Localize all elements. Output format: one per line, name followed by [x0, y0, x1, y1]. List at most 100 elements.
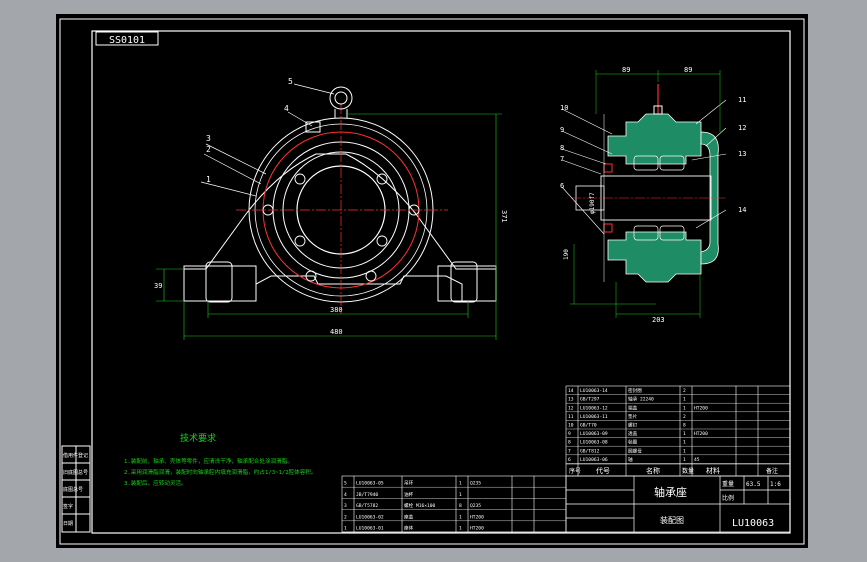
- balloon-13: 13: [738, 150, 746, 158]
- balloon-1: 1: [206, 175, 211, 184]
- cell-name: 端盖: [628, 404, 638, 411]
- strip-label-4: 签字: [63, 503, 73, 510]
- balloon-9: 9: [560, 126, 564, 134]
- cell-code: LU10063-14: [580, 388, 608, 394]
- cell-qty: 1: [459, 526, 462, 532]
- cell-no: 10: [568, 423, 574, 429]
- hdr-material: 材料: [706, 466, 720, 475]
- balloon-8: 8: [560, 144, 564, 152]
- cell-no: 13: [568, 397, 574, 403]
- strip-label-3: 底图总号: [63, 486, 83, 493]
- hdr-note: 备注: [766, 467, 778, 475]
- balloon-5: 5: [288, 77, 293, 86]
- cell-qty: 1: [459, 481, 462, 487]
- drawing-number: LU10063: [732, 518, 774, 529]
- cell-name: 油杯: [404, 491, 414, 498]
- cell-code: GB/T5782: [356, 503, 378, 509]
- balloon-10: 10: [560, 104, 568, 112]
- side-dim-top-left: 89: [622, 66, 630, 74]
- dim-overall-width: 480: [330, 328, 343, 336]
- hdr-qty: 数量: [682, 467, 694, 475]
- tech-req-line-1: 1.装配前，轴承、壳体等零件，应清洗干净，轴承配合处涂润滑脂。: [124, 457, 293, 465]
- side-view: 10 9 8 7 6 11 12 13 14 89 89 203 φ190f7 …: [560, 66, 746, 324]
- cell-no: 8: [568, 440, 571, 446]
- cell-no: 14: [568, 388, 574, 394]
- cell-material: HT200: [694, 405, 708, 411]
- cell-code: GB/T297: [580, 397, 600, 403]
- cell-code: LU10063-08: [580, 440, 608, 446]
- cell-code: GB/T812: [580, 448, 600, 454]
- dim-bolt-span: 380: [330, 306, 343, 314]
- cell-no: 3: [344, 503, 347, 509]
- weight-value: 63.5: [746, 481, 761, 488]
- balloon-2: 2: [206, 145, 211, 154]
- side-dim-bottom: 203: [652, 316, 665, 324]
- cell-no: 4: [344, 492, 347, 498]
- cell-name: 螺钉: [628, 422, 638, 429]
- cell-code: LU10063-01: [356, 526, 384, 532]
- cell-name: 密封圈: [628, 387, 642, 394]
- cell-no: 6: [568, 457, 571, 463]
- cell-qty: 8: [683, 423, 686, 429]
- table-row: 14 LU10063-14 密封圈 2: [568, 387, 686, 394]
- cell-code: JB/T7940: [356, 492, 378, 498]
- cell-no: 11: [568, 414, 574, 420]
- cell-material: Q235: [470, 481, 481, 487]
- balloon-11: 11: [738, 96, 746, 104]
- cell-code: LU10063-11: [580, 414, 608, 420]
- cell-material: Q235: [470, 503, 481, 509]
- table-row: 10 GB/T70 螺钉 8: [568, 422, 686, 429]
- side-dim-top-right: 89: [684, 66, 692, 74]
- cell-material: HT200: [470, 526, 484, 532]
- cell-qty: 1: [683, 431, 686, 437]
- cell-name: 座盖: [404, 513, 414, 520]
- cell-name: 轴: [628, 456, 633, 463]
- cell-qty: 8: [459, 503, 462, 509]
- cell-code: LU10063-06: [580, 457, 608, 463]
- cell-qty: 1: [683, 457, 686, 463]
- tech-req-line-3: 3.装配后，应转动灵活。: [124, 479, 187, 487]
- cell-no: 2: [344, 514, 347, 520]
- side-dim-left-height: 190: [563, 249, 570, 260]
- cell-code: LU10063-12: [580, 405, 608, 411]
- hdr-no: 序号: [569, 467, 581, 475]
- part-name: 轴承座: [654, 485, 687, 499]
- balloon-12: 12: [738, 124, 746, 132]
- dim-base-height: 39: [154, 282, 162, 290]
- drawing-code: SS0101: [109, 35, 145, 46]
- cell-no: 12: [568, 405, 574, 411]
- strip-label-1: 借用件登记: [63, 452, 88, 459]
- cell-name: 座体: [404, 525, 414, 532]
- cell-name: 圆螺母: [628, 447, 642, 454]
- cell-qty: 1: [683, 397, 686, 403]
- cell-material: HT200: [694, 431, 708, 437]
- code-tab: [95, 31, 159, 46]
- cell-code: GB/T70: [580, 423, 597, 429]
- cell-name: 吊环: [404, 481, 414, 487]
- cell-qty: 2: [683, 388, 686, 394]
- hdr-name: 名称: [646, 466, 660, 475]
- front-view: 5 4 3 2 1 371 39 380 480: [154, 77, 508, 340]
- cell-name: 螺栓 M16×100: [404, 502, 436, 509]
- strip-label-2: 旧底图总号: [63, 469, 88, 476]
- cell-qty: 1: [683, 448, 686, 454]
- tech-req-title: 技术要求: [180, 432, 216, 444]
- tech-req-line-2: 2.采用润滑脂润滑，装配时向轴承腔内填充润滑脂，约占1/3~1/2腔体容积。: [124, 468, 317, 476]
- weight-label: 重量: [722, 480, 734, 488]
- balloon-14: 14: [738, 206, 746, 214]
- scale-value: 1:6: [770, 481, 781, 488]
- balloon-4: 4: [284, 104, 289, 113]
- cell-no: 5: [344, 481, 347, 487]
- drawing-sheet: SS0101 借用件登记 旧底图总号 底图总号 签字 日期: [56, 14, 808, 548]
- view-name: 装配图: [660, 515, 684, 525]
- hdr-code: 代号: [596, 466, 610, 475]
